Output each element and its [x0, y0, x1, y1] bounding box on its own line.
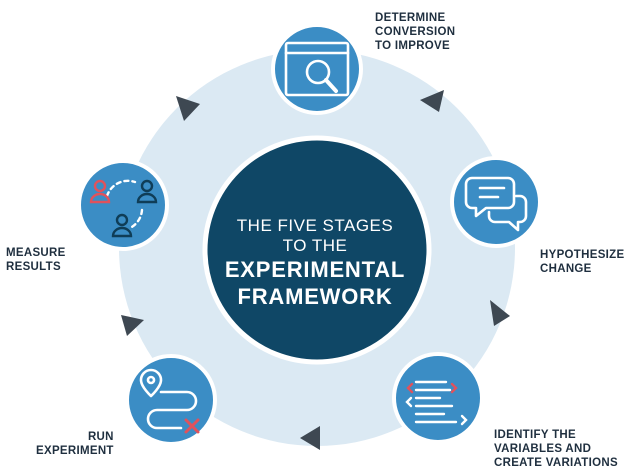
stage-label-determine: DETERMINE CONVERSION TO IMPROVE	[375, 11, 455, 53]
cycle-arrow-2	[490, 300, 510, 326]
center-circle	[202, 135, 432, 365]
center-title-line3: EXPERIMENTAL	[224, 257, 406, 282]
center-title-line4: FRAMEWORK	[237, 284, 393, 309]
cycle-arrow-4	[121, 315, 144, 336]
stage-label-identify: IDENTIFY THE VARIABLES AND CREATE VARIAT…	[494, 428, 618, 470]
cycle-arrow-1	[420, 90, 444, 112]
stage-hypothesize-node	[450, 156, 542, 248]
stage-label-line: CHANGE	[540, 263, 592, 275]
users-cycle-icon	[89, 179, 158, 238]
stage-label-run: RUN EXPERIMENT	[36, 430, 114, 458]
stage-label-line: MEASURE	[6, 247, 66, 259]
route-path-icon	[139, 368, 200, 434]
cycle-arrow-3	[300, 426, 320, 450]
center-title-line2: TO THE	[282, 236, 348, 255]
stage-label-line: HYPOTHESIZE	[540, 249, 625, 261]
stage-determine-node	[271, 23, 363, 115]
stage-label-line: RESULTS	[6, 261, 61, 273]
stage-identify-node	[392, 352, 484, 444]
stage-run-node	[125, 354, 217, 446]
cycle-arrow-5	[176, 96, 200, 121]
stage-measure-node	[77, 159, 169, 251]
stage-label-line: EXPERIMENT	[36, 445, 114, 457]
stage-label-line: CREATE VARIATIONS	[494, 457, 618, 469]
stage-label-line: DETERMINE	[375, 12, 446, 24]
stage-label-line: TO IMPROVE	[375, 40, 450, 52]
stage-label-measure: MEASURE RESULTS	[6, 246, 66, 274]
variations-list-icon	[405, 380, 468, 426]
stage-label-line: RUN	[87, 431, 114, 443]
stage-label-line: IDENTIFY THE	[494, 429, 576, 441]
stage-label-hypothesize: HYPOTHESIZE CHANGE	[540, 248, 624, 276]
chat-bubbles-icon	[464, 176, 528, 232]
stage-label-line: VARIABLES AND	[494, 443, 592, 455]
center-title-line1: THE FIVE STAGES	[236, 216, 394, 235]
magnifier-window-icon	[284, 41, 350, 97]
stage-label-line: CONVERSION	[375, 26, 456, 38]
